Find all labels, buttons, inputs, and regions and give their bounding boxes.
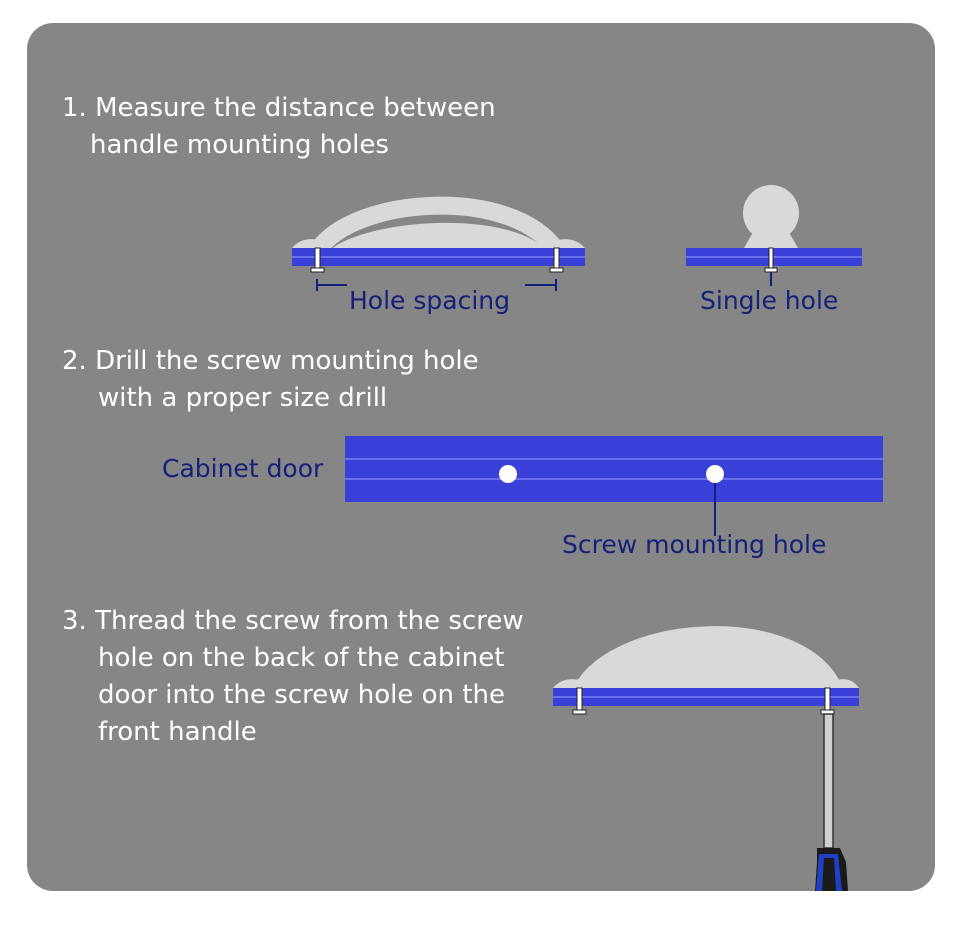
- knob-handle-icon: [686, 185, 862, 286]
- step-1-line-1: 1. Measure the distance between: [62, 93, 496, 123]
- step-1: 1. Measure the distance between handle m…: [62, 90, 496, 164]
- instruction-panel: 1. Measure the distance between handle m…: [27, 23, 935, 891]
- step-3-line-2: hole on the back of the cabinet: [98, 643, 505, 673]
- step-2-line-2: with a proper size drill: [98, 383, 388, 413]
- step-3: 3. Thread the screw from the screw hole …: [62, 603, 524, 751]
- bar-handle-icon: [553, 626, 859, 706]
- step-3-line-3: door into the screw hole on the: [98, 680, 505, 710]
- step-2-line-1: 2. Drill the screw mounting hole: [62, 346, 479, 376]
- step-3-line-4: front handle: [98, 717, 257, 747]
- hole-spacing-dimension: [316, 279, 557, 291]
- installation-diagram: [292, 185, 883, 891]
- screw-mounting-hole-label: Screw mounting hole: [562, 530, 827, 559]
- screwdriver-icon: [815, 713, 848, 891]
- cabinet-door-label: Cabinet door: [162, 454, 324, 483]
- hole-spacing-label: Hole spacing: [349, 286, 510, 315]
- step-2: 2. Drill the screw mounting hole with a …: [62, 343, 479, 417]
- step-1-line-2: handle mounting holes: [90, 130, 389, 160]
- screw-hole-left: [499, 465, 517, 483]
- cabinet-door-board: [345, 436, 883, 536]
- single-hole-label: Single hole: [700, 286, 839, 315]
- screw-hole-right: [706, 465, 724, 483]
- bar-handle-icon: [292, 196, 585, 273]
- step-3-line-1: 3. Thread the screw from the screw: [62, 606, 524, 636]
